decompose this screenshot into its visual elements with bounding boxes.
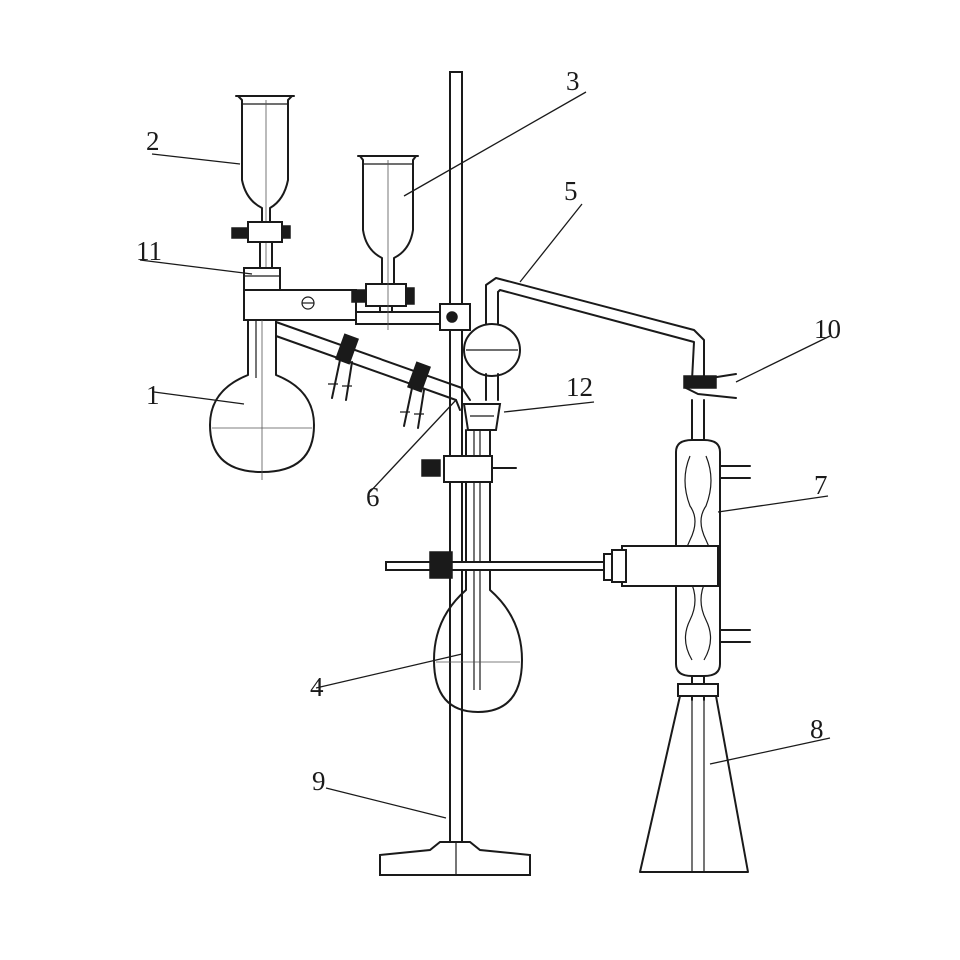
condenser-clamp [611,545,719,587]
stopper-11 [243,267,281,291]
left-clamp-bar [243,283,471,331]
label-1: 1 [146,380,160,410]
connecting-tube-6 [275,321,471,411]
round-flask-1 [209,319,315,480]
label-4: 4 [310,672,324,702]
label-2: 2 [146,126,160,156]
label-11: 11 [136,236,162,266]
label-10: 10 [814,314,841,344]
condenser-7 [675,373,751,701]
pinch-clamp-a [328,333,359,401]
label-6: 6 [366,482,380,512]
separatory-funnel-2 [231,95,295,290]
label-8: 8 [810,714,824,744]
dropping-funnel-3 [357,155,419,330]
erlenmeyer-flask-8 [639,683,749,873]
label-5: 5 [564,176,578,206]
label-9: 9 [312,766,326,796]
stopper-12 [462,403,502,431]
label-3: 3 [566,66,580,96]
pinch-clamp-b [400,361,431,429]
label-7: 7 [814,470,828,500]
label-12: 12 [566,372,593,402]
cross-arm [385,551,623,581]
splash-bulb [463,291,521,401]
leader-lines [139,91,831,819]
flask-clamp-upper [421,455,517,483]
delivery-tube-5 [485,277,705,381]
